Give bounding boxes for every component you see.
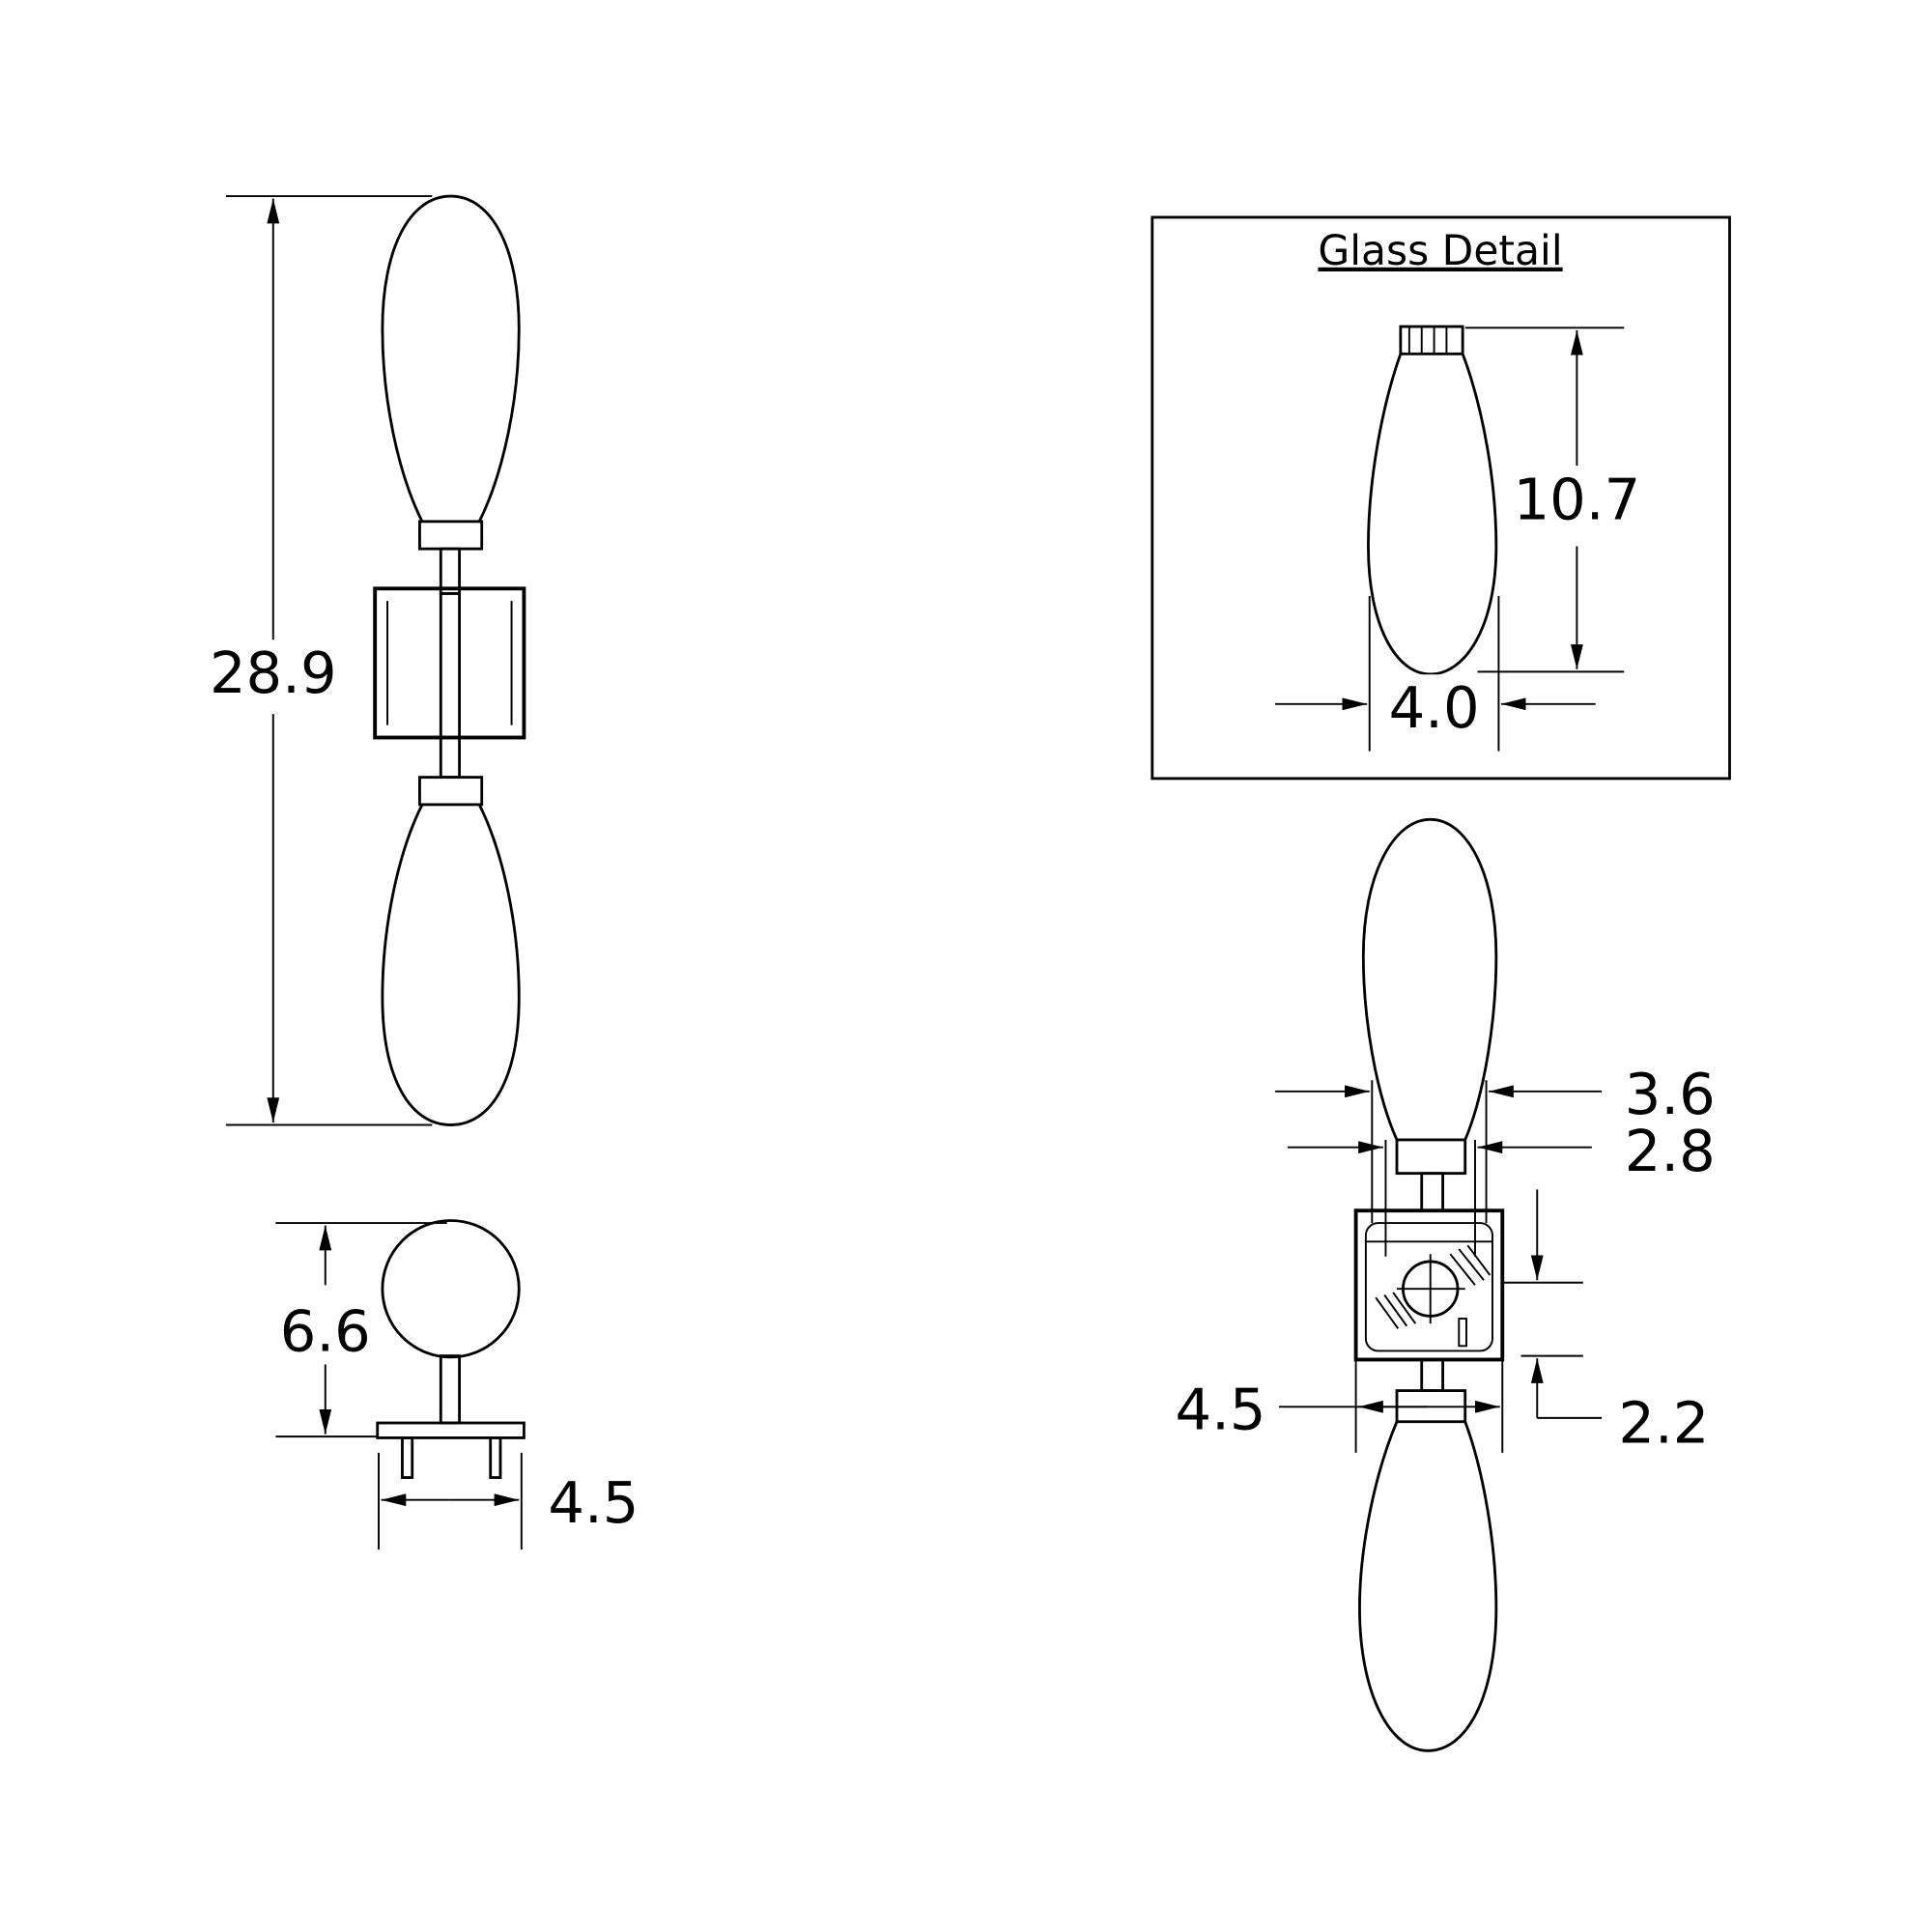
dim-extension: 6.6 [280, 1297, 371, 1364]
label-background [544, 1468, 643, 1536]
dim-mount-offset: 2.2 [1618, 1390, 1709, 1457]
dim-backplate-width: 4.5 [1175, 1376, 1265, 1442]
label-background [1509, 466, 1645, 533]
label-background [1620, 1060, 1719, 1127]
back-upper-glass [1361, 817, 1498, 1141]
dim-glass-height: 10.7 [1514, 466, 1641, 532]
backplate [373, 586, 526, 740]
glass-thread [1399, 325, 1464, 355]
base-plate [376, 1421, 526, 1439]
label-background [1614, 1389, 1714, 1457]
upper-socket-cap [418, 520, 484, 551]
dim-glass-max-width: 3.6 [1625, 1061, 1716, 1127]
back-lower-glass [1358, 1421, 1498, 1752]
glass-detail-box: Glass Detail 10.7 4.0 [1151, 215, 1731, 781]
dim-overall-height: 28.9 [210, 639, 337, 706]
label-background [1384, 674, 1484, 742]
dim-base-width: 4.5 [548, 1469, 639, 1536]
glass-detail-title: Glass Detail [1318, 228, 1562, 275]
back-junction-box [1353, 1208, 1505, 1362]
glass-profile [381, 1219, 521, 1359]
label-background [1171, 1376, 1270, 1443]
center-stem [439, 591, 461, 780]
detail-glass [1367, 353, 1498, 676]
upper-glass-shade [381, 194, 521, 523]
lower-glass-shade [381, 804, 521, 1126]
dim-glass-width: 4.0 [1389, 674, 1480, 741]
back-view: 3.6 2.8 2.2 4.5 [1171, 817, 1719, 1752]
dim-cap-width: 2.8 [1625, 1118, 1716, 1184]
label-background [206, 639, 341, 707]
lower-socket-cap [418, 776, 484, 807]
label-background [275, 1297, 375, 1365]
front-view: 28.9 [206, 194, 526, 1126]
label-background [1620, 1118, 1719, 1185]
side-view: 6.6 4.5 [275, 1219, 643, 1550]
